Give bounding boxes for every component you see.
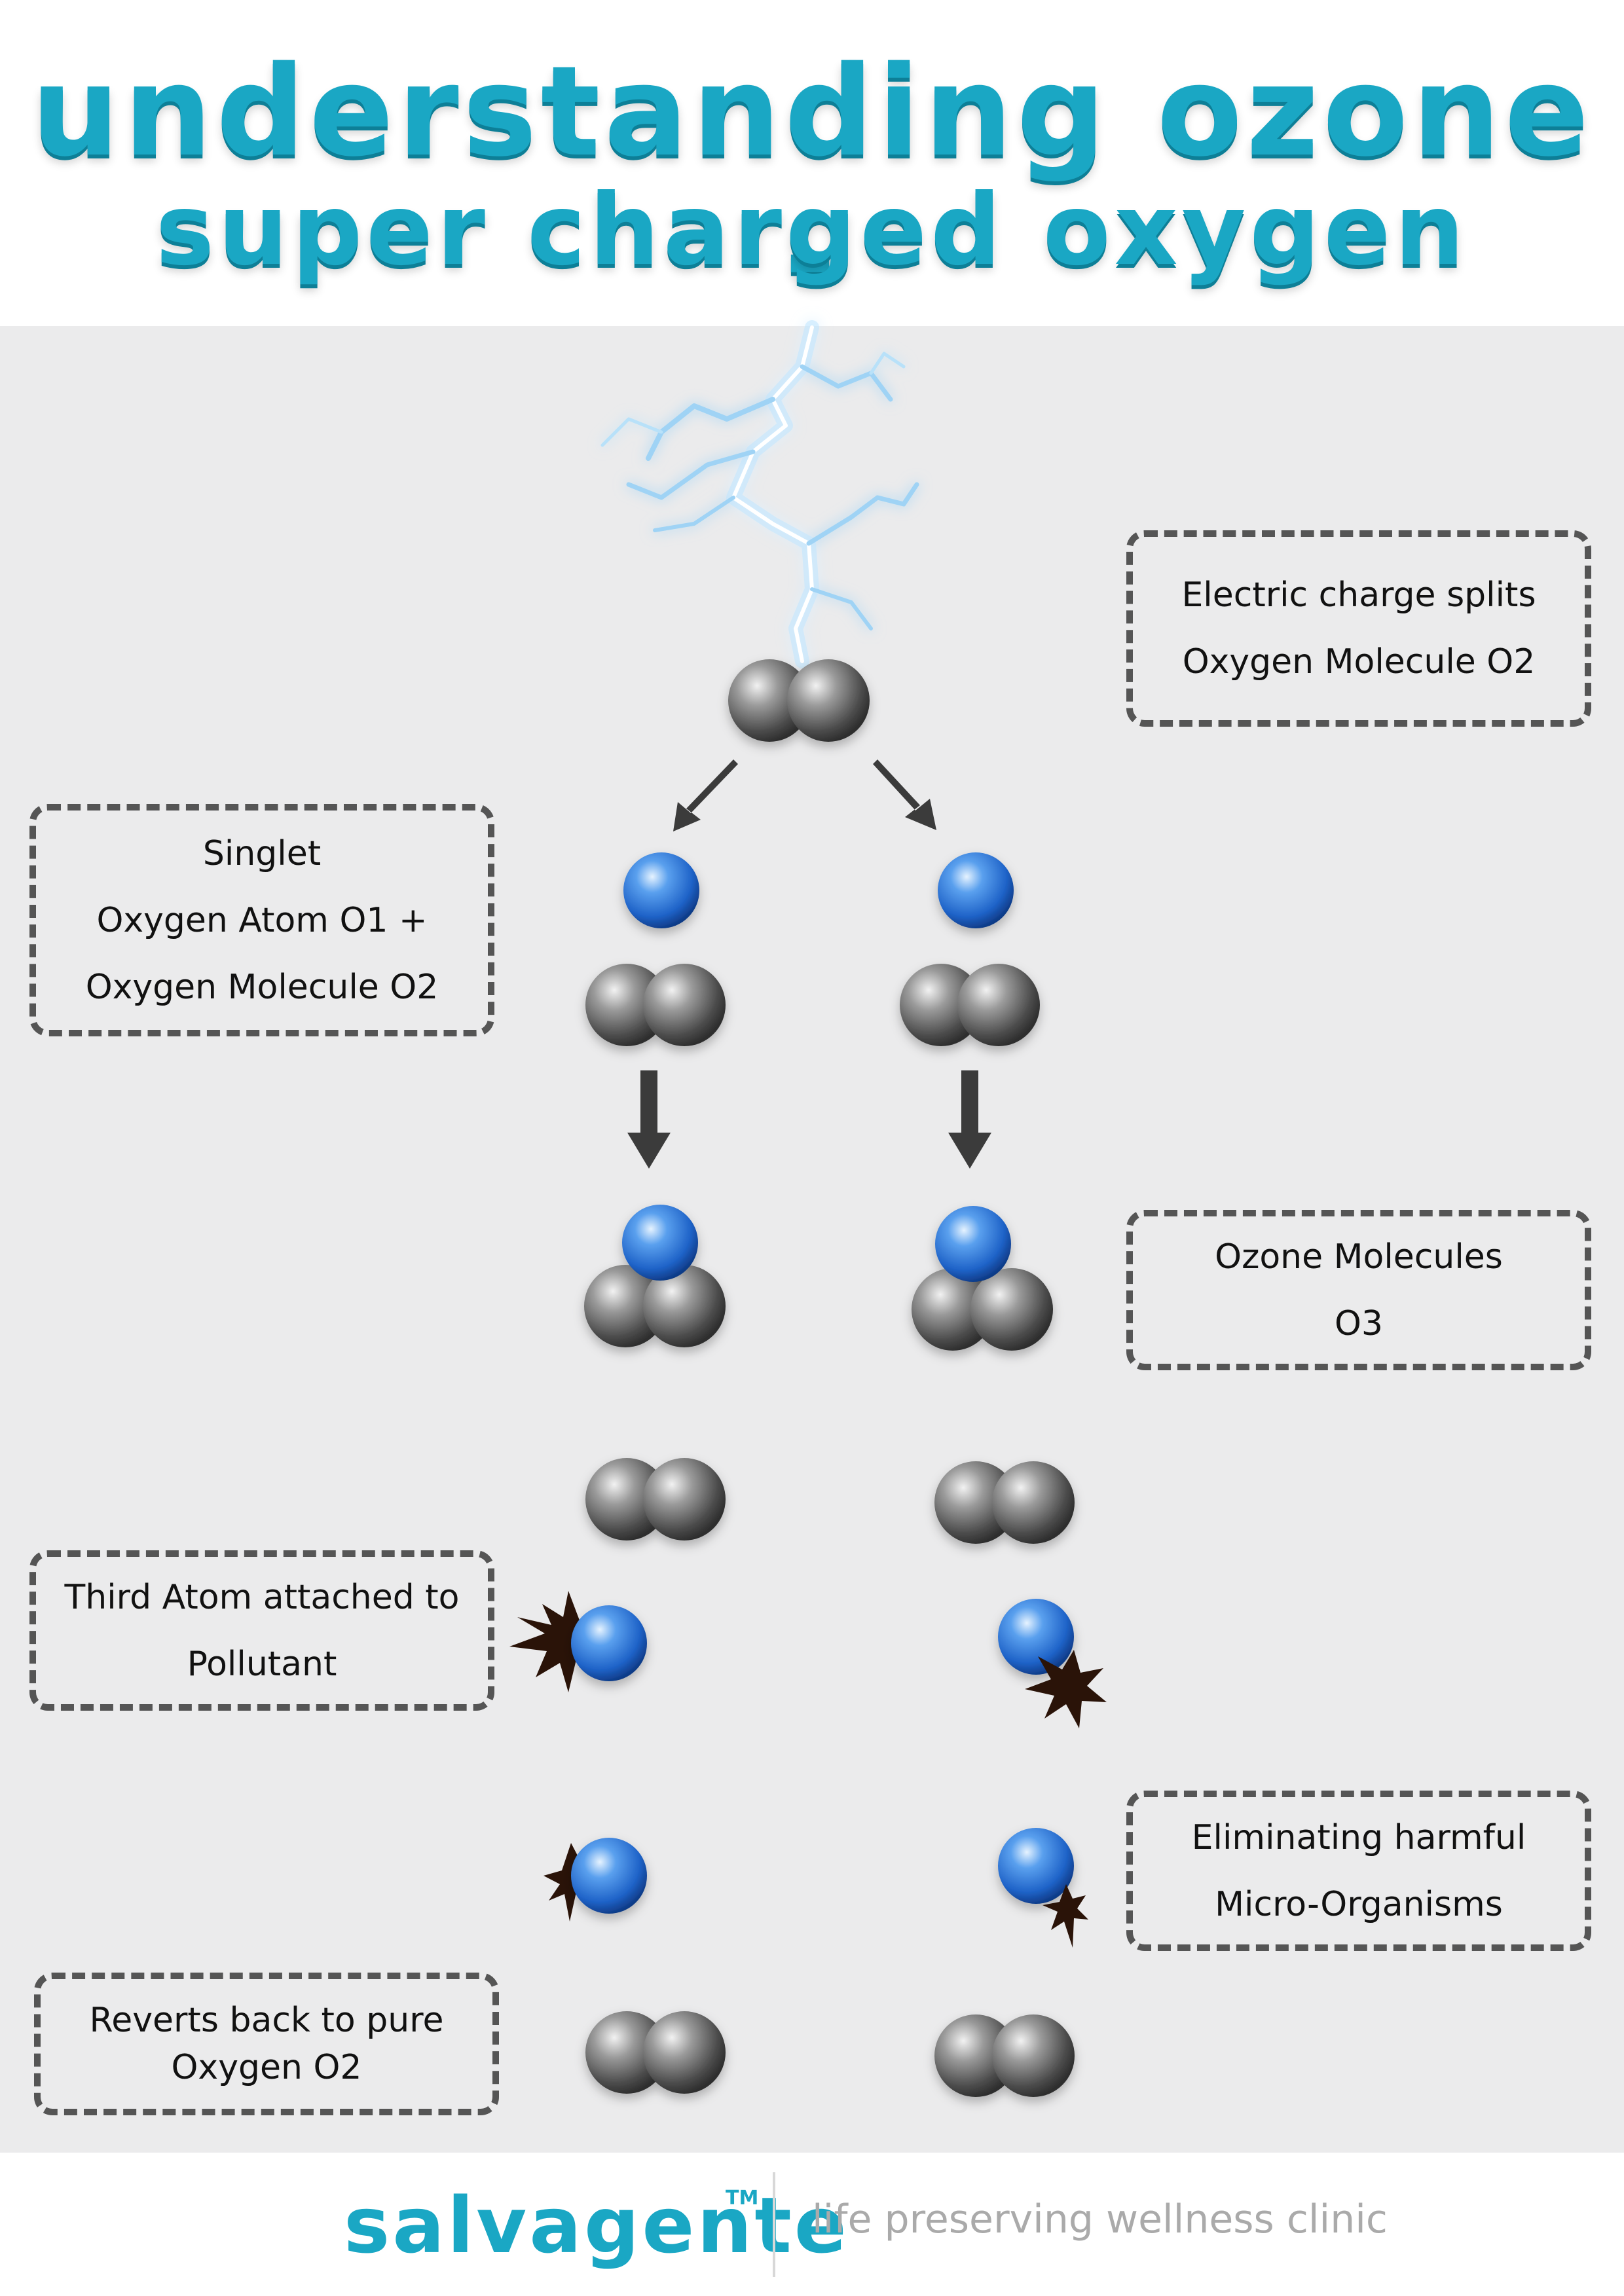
callout-electric-charge: Electric charge splits Oxygen Molecule O… — [1126, 530, 1591, 727]
arrow-icon — [673, 759, 738, 831]
callout-line: Singlet — [202, 833, 322, 873]
oxygen-molecule-icon — [585, 964, 726, 1046]
oxygen-molecule-icon — [900, 964, 1040, 1046]
ozone-molecule-icon — [912, 1206, 1053, 1351]
brand-tagline: life preserving wellness clinic — [812, 2196, 1388, 2242]
arrow-icon — [627, 1070, 671, 1169]
diagram-panel — [0, 326, 1624, 2153]
callout-line: O3 — [1334, 1303, 1383, 1343]
arrow-icon — [948, 1070, 991, 1169]
callout-line: Electric charge splits — [1181, 575, 1536, 615]
singlet-oxygen-atom-icon — [571, 1605, 647, 1681]
footer-divider — [773, 2172, 775, 2277]
ozone-molecule-icon — [584, 1205, 726, 1347]
callout-ozone: Ozone Molecules O3 — [1126, 1210, 1591, 1370]
pollutant-icon — [1043, 1884, 1088, 1948]
arrow-icon — [873, 759, 936, 830]
oxygen-molecule-icon — [934, 1461, 1075, 1544]
title-line-1: understanding ozone - — [31, 39, 1593, 329]
footer — [0, 2153, 1624, 2296]
singlet-oxygen-atom-icon — [998, 1599, 1074, 1675]
title-line-2: super charged oxygen — [155, 173, 1469, 287]
oxygen-molecule-icon — [585, 1458, 726, 1540]
callout-line: Oxygen Molecule O2 — [1182, 642, 1536, 682]
callout-line: Oxygen O2 — [171, 2048, 362, 2087]
callout-line: Third Atom attached to — [64, 1577, 460, 1617]
header: understanding ozone - super charged oxyg… — [0, 0, 1624, 329]
callout-line: Eliminating harmful — [1191, 1817, 1526, 1857]
oxygen-molecule-icon — [728, 659, 870, 742]
callout-line: Pollutant — [187, 1644, 337, 1684]
callout-line: Oxygen Atom O1 + — [96, 900, 428, 940]
singlet-oxygen-atom-icon — [998, 1828, 1074, 1904]
brand-name: salvagente — [344, 2180, 849, 2270]
callout-reverts: Reverts back to pure Oxygen O2 — [34, 1973, 499, 2115]
callout-line: Oxygen Molecule O2 — [85, 967, 439, 1007]
oxygen-molecule-icon — [934, 2014, 1075, 2097]
singlet-oxygen-atom-icon — [938, 852, 1014, 928]
singlet-oxygen-atom-icon — [623, 852, 699, 928]
callout-third-atom: Third Atom attached to Pollutant — [29, 1550, 494, 1711]
lightning-bolt-icon — [600, 320, 919, 668]
callout-line: Reverts back to pure — [89, 2001, 444, 2040]
callout-singlet: Singlet Oxygen Atom O1 + Oxygen Molecule… — [29, 804, 494, 1036]
oxygen-molecule-icon — [585, 2011, 726, 2094]
brand-trademark: TM — [726, 2187, 759, 2210]
callout-eliminating: Eliminating harmful Micro-Organisms — [1126, 1791, 1591, 1951]
callout-line: Ozone Molecules — [1215, 1237, 1503, 1277]
pollutant-icon — [1025, 1650, 1107, 1728]
singlet-oxygen-atom-icon — [571, 1838, 647, 1914]
callout-line: Micro-Organisms — [1215, 1884, 1503, 1924]
